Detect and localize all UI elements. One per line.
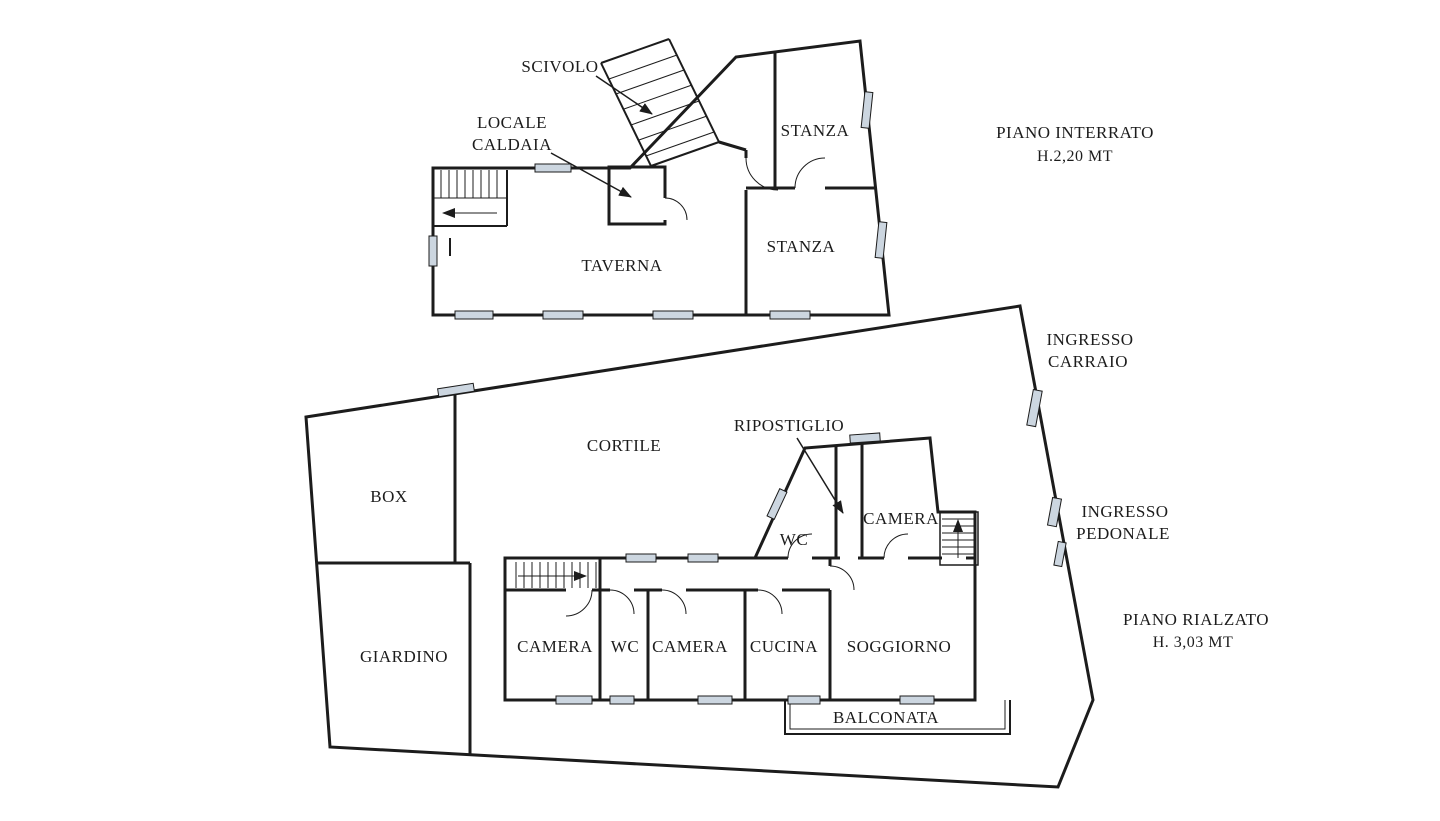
- label-camera-upper: CAMERA: [863, 509, 939, 528]
- window: [874, 221, 888, 259]
- window: [534, 163, 572, 173]
- window: [860, 91, 874, 129]
- label-basement-height: H.2,20 MT: [1037, 148, 1113, 165]
- label-ground-title: PIANO RIALZATO: [1123, 610, 1269, 629]
- basement-windows: [428, 91, 888, 320]
- building-outer-wall: [503, 436, 977, 702]
- label-cucina: CUCINA: [750, 637, 818, 656]
- window: [428, 235, 438, 267]
- label-giardino: GIARDINO: [360, 647, 448, 666]
- boiler-room: [607, 165, 667, 226]
- label-ingresso-carraio-2: CARRAIO: [1048, 352, 1128, 371]
- window: [687, 553, 719, 563]
- basement-interior-walls: [744, 52, 876, 315]
- label-stanza-lower: STANZA: [767, 237, 836, 256]
- basement-stair: [433, 170, 508, 227]
- scivolo-ramp-steps: [608, 54, 715, 157]
- window: [555, 695, 593, 705]
- ground-outer-wall: [304, 304, 1095, 789]
- label-cortile: CORTILE: [587, 436, 661, 455]
- window: [625, 553, 657, 563]
- label-ground-height: H. 3,03 MT: [1153, 634, 1234, 651]
- entrance-stair: [939, 511, 979, 566]
- window: [849, 432, 881, 444]
- balcony: [784, 700, 1011, 735]
- gate-opening: [1053, 540, 1067, 568]
- window: [787, 695, 821, 705]
- label-wc: WC: [611, 637, 639, 656]
- ramp-connector-wall: [718, 140, 747, 152]
- label-scivolo: SCIVOLO: [521, 57, 598, 76]
- window: [769, 310, 811, 320]
- window: [609, 695, 635, 705]
- label-caldaia: CALDAIA: [472, 135, 552, 154]
- window: [697, 695, 733, 705]
- ground-windows: [437, 382, 1067, 705]
- scivolo-arrow: [595, 75, 653, 115]
- gate-opening: [1026, 388, 1043, 428]
- label-taverna: TAVERNA: [581, 256, 662, 275]
- label-ingresso-carraio-1: INGRESSO: [1046, 330, 1133, 349]
- box-giardino-walls: [317, 394, 472, 754]
- window: [437, 382, 475, 398]
- gate-opening: [1046, 496, 1063, 528]
- label-camera-2: CAMERA: [652, 637, 728, 656]
- building-door-arcs: [565, 533, 909, 617]
- label-basement-title: PIANO INTERRATO: [996, 123, 1154, 142]
- ripostiglio-arrow: [796, 437, 844, 514]
- window: [766, 488, 788, 520]
- basement-labels: SCIVOLO LOCALE CALDAIA STANZA STANZA TAV…: [472, 57, 1154, 275]
- building-stair: [515, 562, 597, 588]
- label-wc-upper: WC: [780, 530, 808, 549]
- label-soggiorno: SOGGIORNO: [847, 637, 952, 656]
- window: [652, 310, 694, 320]
- window: [899, 695, 935, 705]
- building-room-walls: [505, 444, 864, 700]
- label-camera-1: CAMERA: [517, 637, 593, 656]
- basement-plan: [428, 38, 891, 320]
- label-stanza-upper: STANZA: [781, 121, 850, 140]
- label-box: BOX: [370, 487, 407, 506]
- label-locale: LOCALE: [477, 113, 547, 132]
- label-ripostiglio: RIPOSTIGLIO: [734, 416, 844, 435]
- label-ingresso-pedonale-1: INGRESSO: [1081, 502, 1168, 521]
- caldaia-arrow: [550, 152, 632, 198]
- label-ingresso-pedonale-2: PEDONALE: [1076, 524, 1170, 543]
- boiler-room-door-arc: [664, 197, 688, 221]
- window: [454, 310, 494, 320]
- scivolo-ramp: [600, 38, 720, 167]
- ground-labels: INGRESSO CARRAIO INGRESSO PEDONALE PIANO…: [360, 330, 1269, 727]
- label-balconata: BALCONATA: [833, 708, 939, 727]
- ground-plan: [304, 304, 1095, 789]
- basement-callout-arrows: [550, 75, 653, 198]
- basement-door-arcs: [745, 157, 826, 191]
- window: [542, 310, 584, 320]
